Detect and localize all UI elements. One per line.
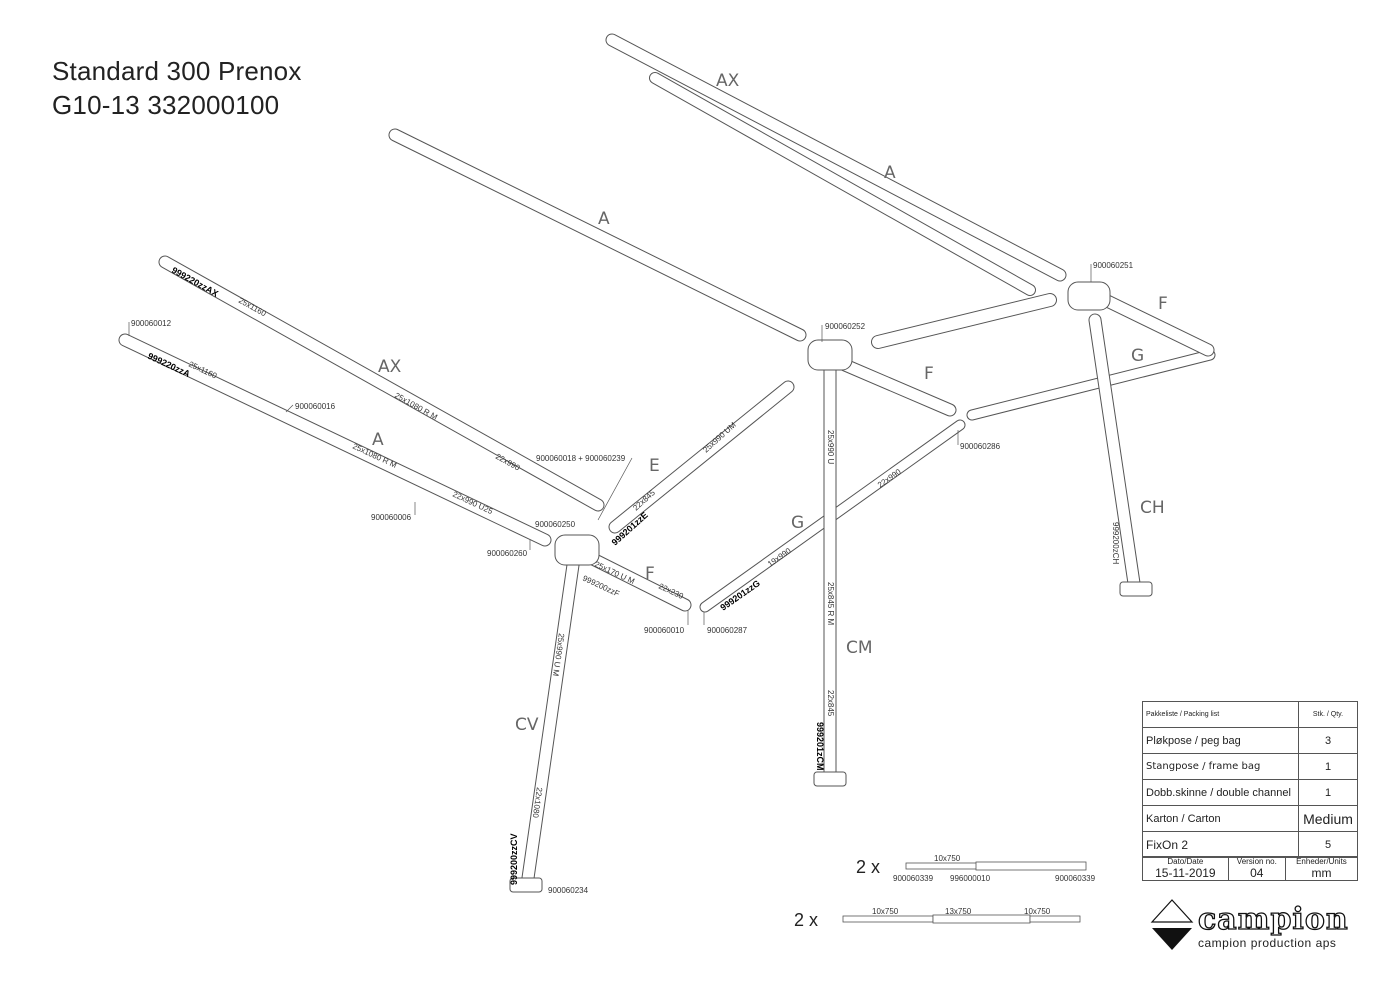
label-g-back: G — [1131, 346, 1144, 366]
foot-plate-ch — [1119, 581, 1153, 597]
corner-joint-left — [554, 534, 600, 566]
label-ch: CH — [1140, 498, 1165, 518]
accessory-1-left: 900060339 — [893, 874, 934, 883]
label-f-mid: F — [924, 364, 934, 384]
item-900060251: 900060251 — [1093, 261, 1134, 270]
label-a-top: A — [884, 163, 896, 183]
tube-f-mid — [838, 358, 957, 417]
label-a-left: A — [372, 430, 384, 450]
accessory-2-dim-1: 10x750 — [872, 907, 899, 916]
label-e: E — [649, 456, 660, 476]
item-900060012: 900060012 — [131, 319, 172, 328]
tube-a-left — [118, 333, 552, 547]
logo-subtitle: campion production aps — [1198, 936, 1337, 950]
item-900060286: 900060286 — [960, 442, 1001, 451]
label-g-front: G — [791, 513, 804, 533]
item-900060234: 900060234 — [548, 886, 589, 895]
item-900060016: 900060016 — [295, 402, 336, 411]
units-value: mm — [1311, 866, 1332, 880]
accessory-qty-1: 2 x — [856, 857, 880, 877]
tube-g-back — [966, 349, 1216, 421]
campion-logo: campion campion production aps — [1150, 898, 1360, 956]
units-label: Enheder/Units — [1296, 857, 1347, 866]
code-cm: 999201zCM — [815, 722, 825, 771]
pole-cv — [520, 558, 580, 892]
packing-list-header: Pakkeliste / Packing list — [1142, 701, 1299, 728]
accessory-1-dim: 10x750 — [934, 854, 961, 863]
packing-qty-header: Stk. / Qty. — [1298, 701, 1358, 728]
date-label: Dato/Date — [1167, 857, 1204, 866]
item-900060250: 900060250 — [535, 520, 576, 529]
foot-plate-cm — [813, 771, 847, 787]
item-900060010: 900060010 — [644, 626, 685, 635]
accessory-1-right: 900060339 — [1055, 874, 1096, 883]
corner-joint-mid — [807, 339, 853, 371]
item-900060287: 900060287 — [707, 626, 748, 635]
label-cm: CM — [846, 638, 873, 658]
tube-f-right — [1088, 288, 1215, 357]
drawing-number: G10-13 332000100 — [52, 90, 280, 120]
code-ch: 999200zCH — [1111, 522, 1120, 564]
logo-wordmark: campion — [1197, 901, 1349, 937]
tube-a-top — [605, 33, 1067, 282]
item-900060260: 900060260 — [487, 549, 528, 558]
logo-triangles-icon — [1150, 899, 1194, 950]
drawing-title: Standard 300 Prenox — [52, 56, 302, 86]
joints — [509, 281, 1153, 893]
code-cv: 999200zzCV — [509, 833, 519, 885]
accessory-2-dim-2: 13x750 — [945, 907, 972, 916]
dim-cm-1: 25x990 U — [826, 430, 835, 464]
label-ax-left: AX — [378, 357, 402, 377]
accessory-row-1: 2 x 10x750 900060339 996000010 900060339 — [856, 854, 1096, 883]
dim-cv-2: 22x1080 — [531, 787, 544, 819]
accessory-row-2: 2 x 10x750 13x750 10x750 — [794, 907, 1081, 930]
date-value: 15-11-2019 — [1155, 866, 1216, 880]
dim-cm-3: 22x845 — [826, 690, 835, 717]
leader-lines — [128, 264, 1092, 625]
label-ax-top: AX — [716, 71, 740, 91]
tube-ax-top — [649, 72, 1036, 296]
version-value: 04 — [1250, 866, 1264, 880]
tube-a-mid — [388, 128, 807, 342]
accessory-qty-2: 2 x — [794, 910, 818, 930]
item-900060252: 900060252 — [825, 322, 866, 331]
item-900060018-900060239: 900060018 + 900060239 — [536, 454, 626, 463]
tube-f-left — [578, 548, 692, 612]
accessory-1-mid: 996000010 — [950, 874, 991, 883]
version-label: Version no. — [1236, 857, 1277, 866]
tube-ax-left — [158, 255, 605, 512]
tube-e — [608, 380, 795, 534]
label-a-mid: A — [598, 209, 610, 229]
foot-plate-cv — [509, 877, 543, 893]
dim-cm-2: 25x845 R M — [826, 582, 835, 625]
accessory-2-dim-3: 10x750 — [1024, 907, 1051, 916]
tubes — [118, 33, 1216, 892]
tube-connector — [871, 293, 1057, 349]
label-f-left: F — [645, 564, 655, 584]
pole-ch — [1088, 313, 1142, 597]
corner-joint-right — [1067, 281, 1111, 311]
label-f-right: F — [1158, 294, 1168, 314]
label-cv: CV — [515, 715, 539, 735]
item-900060006: 900060006 — [371, 513, 412, 522]
